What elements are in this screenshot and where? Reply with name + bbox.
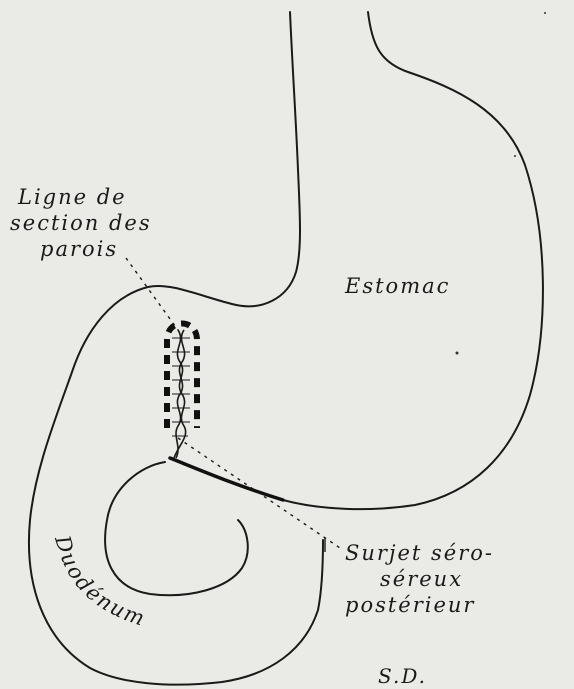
stomach-lesser-curvature [29, 12, 323, 685]
anastomosis-line [170, 458, 283, 500]
label-signature: S.D. [378, 664, 427, 688]
label-duodenum: Duodénum [50, 532, 150, 631]
suture-cord [172, 330, 190, 458]
label-suture-1: Surjet séro- [345, 541, 494, 565]
leader-section [126, 258, 178, 330]
label-stomach: Estomac [344, 274, 450, 298]
label-suture-3: postérieur [345, 593, 475, 617]
label-suture-2: séreux [380, 567, 463, 591]
leader-suture [178, 438, 340, 548]
label-duodenum-text: Duodénum [50, 532, 150, 631]
label-section-line-1: Ligne de [17, 185, 127, 209]
label-section-line-3: parois [40, 237, 118, 261]
label-section-line-2: section des [10, 211, 152, 235]
stomach-greater-curvature [283, 12, 543, 509]
